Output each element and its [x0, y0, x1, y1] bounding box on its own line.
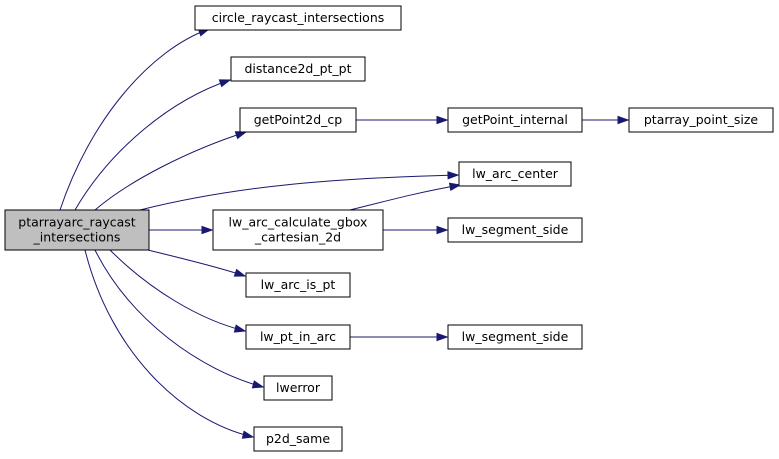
node-box[interactable] — [230, 56, 366, 82]
edge-arrowhead — [617, 115, 630, 125]
node-label-line: getPoint_internal — [462, 112, 568, 127]
edge-root-to-lw_pt_in_arc — [109, 249, 247, 333]
edge-root-to-p2d_same — [84, 249, 255, 439]
edge-arrowhead — [436, 225, 449, 235]
node-lw-segment-side-1[interactable]: lw_segment_side — [447, 217, 583, 243]
node-box[interactable] — [239, 107, 357, 133]
edge-lw_pt_in_arc-to-lw_segment_side_2 — [349, 332, 449, 342]
node-box[interactable] — [245, 272, 351, 298]
edge-lw_arc_calculate_gbox_cartesian_2d-to-lw_segment_side_1 — [382, 225, 449, 235]
node-box[interactable] — [447, 324, 583, 350]
node-box[interactable] — [263, 375, 333, 401]
node-distance2d-pt-pt[interactable]: distance2d_pt_pt — [230, 56, 366, 82]
edge-arrowhead — [251, 380, 265, 389]
node-box[interactable] — [212, 209, 384, 251]
edge-lw_arc_calculate_gbox_cartesian_2d-to-lw_arc_center — [349, 182, 462, 211]
edge-arrowhead — [201, 225, 214, 235]
edge-arrowhead — [233, 268, 247, 277]
edge-arrowhead — [436, 332, 449, 342]
node-box[interactable] — [447, 217, 583, 243]
node-label-line: lw_pt_in_arc — [260, 329, 336, 344]
node-label-line: lw_segment_side — [462, 222, 569, 237]
node-lw-arc-is-pt[interactable]: lw_arc_is_pt — [245, 272, 351, 298]
edge-root-to-getPoint2d_cp — [94, 131, 248, 211]
node-p2d-same[interactable]: p2d_same — [253, 426, 343, 452]
node-getPoint-internal[interactable]: getPoint_internal — [447, 107, 583, 133]
node-label-line: lwerror — [276, 380, 321, 395]
edge-root-to-lw_arc_calculate_gbox_cartesian_2d — [148, 225, 214, 235]
edge-arrowhead — [447, 171, 460, 180]
edge-arrowhead — [241, 430, 255, 439]
edge-root-to-lwerror — [94, 249, 265, 389]
edge-line — [139, 174, 459, 211]
edge-arrowhead — [218, 79, 232, 88]
node-lw-arc-center[interactable]: lw_arc_center — [458, 161, 572, 187]
edge-getPoint_internal-to-ptarray_point_size — [582, 115, 630, 125]
edge-root-to-distance2d_pt_pt — [74, 79, 232, 211]
node-label-line: _cartesian_2d — [254, 230, 341, 245]
edge-line — [94, 249, 264, 388]
edge-arrowhead — [448, 182, 462, 191]
edge-line — [74, 79, 231, 211]
node-lw-pt-in-arc[interactable]: lw_pt_in_arc — [245, 324, 351, 350]
node-root[interactable]: ptarrayarc_raycast_intersections — [4, 209, 150, 251]
node-label-line: lw_segment_side — [462, 329, 569, 344]
node-label-line: lw_arc_center — [472, 166, 559, 181]
edge-line — [84, 249, 254, 438]
edge-root-to-circle_raycast_intersections — [59, 28, 211, 211]
node-label-line: circle_raycast_intersections — [212, 10, 385, 25]
node-label-line: lw_arc_is_pt — [261, 277, 336, 292]
node-lwerror[interactable]: lwerror — [263, 375, 333, 401]
node-label-line: getPoint2d_cp — [254, 112, 343, 127]
node-getPoint2d-cp[interactable]: getPoint2d_cp — [239, 107, 357, 133]
edge-getPoint2d_cp-to-getPoint_internal — [356, 115, 449, 125]
node-ptarray-point-size[interactable]: ptarray_point_size — [628, 107, 774, 133]
edge-arrowhead — [234, 131, 248, 140]
node-box[interactable] — [253, 426, 343, 452]
edge-root-to-lw_arc_center — [139, 171, 460, 211]
edge-line — [59, 28, 210, 211]
edge-arrowhead — [436, 115, 449, 125]
edge-root-to-lw_arc_is_pt — [147, 249, 247, 277]
node-box[interactable] — [447, 107, 583, 133]
edge-arrowhead — [233, 324, 247, 333]
node-box[interactable] — [245, 324, 351, 350]
edge-line — [109, 249, 246, 332]
node-lw-arc-calculate-gbox-cartesian-2d[interactable]: lw_arc_calculate_gbox_cartesian_2d — [212, 209, 384, 251]
node-label-line: p2d_same — [266, 431, 330, 446]
node-label-line: lw_arc_calculate_gbox — [229, 215, 368, 230]
edge-line — [94, 131, 247, 211]
edge-line — [147, 249, 246, 277]
node-label-line: _intersections — [33, 230, 121, 245]
node-box[interactable] — [628, 107, 774, 133]
node-label-line: ptarrayarc_raycast — [18, 215, 136, 230]
node-box[interactable] — [194, 5, 402, 31]
node-circle-raycast-intersections[interactable]: circle_raycast_intersections — [194, 5, 402, 31]
node-label-line: ptarray_point_size — [644, 112, 759, 127]
node-lw-segment-side-2[interactable]: lw_segment_side — [447, 324, 583, 350]
node-label-line: distance2d_pt_pt — [244, 61, 351, 76]
edge-line — [349, 184, 461, 211]
node-box[interactable] — [458, 161, 572, 187]
node-box[interactable] — [4, 209, 150, 251]
